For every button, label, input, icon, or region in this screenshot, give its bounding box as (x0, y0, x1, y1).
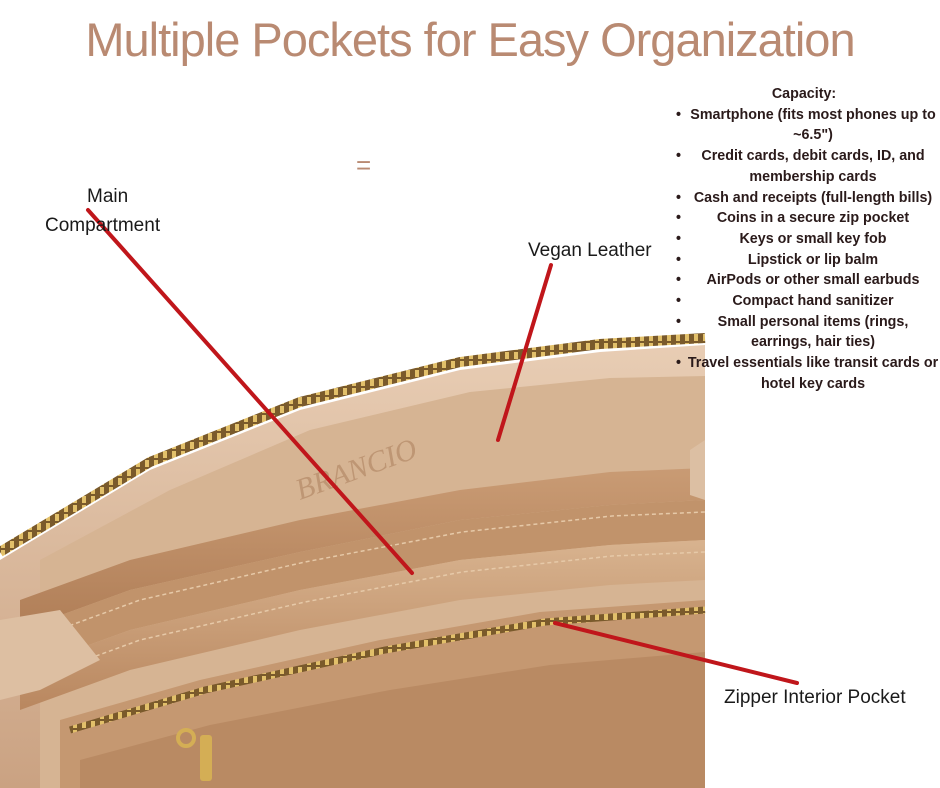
list-item: Keys or small key fob (668, 229, 940, 250)
page-title: Multiple Pockets for Easy Organization (85, 13, 855, 66)
zipper-interior-pocket-label: Zipper Interior Pocket (724, 687, 906, 708)
capacity-panel: Capacity: Smartphone (fits most phones u… (668, 84, 940, 395)
list-item: Travel essentials like transit cards or … (668, 353, 940, 394)
capacity-list: Smartphone (fits most phones up to ~6.5"… (668, 105, 940, 395)
equals-symbol: = (356, 150, 372, 180)
list-item: Compact hand sanitizer (668, 291, 940, 312)
main-compartment-arrow (86, 208, 414, 575)
vegan-leather-label: Vegan Leather (528, 240, 652, 261)
list-item: Lipstick or lip balm (668, 250, 940, 271)
zipper-pocket-arrow (553, 621, 799, 685)
list-item: Small personal items (rings, earrings, h… (668, 312, 940, 353)
list-item: AirPods or other small earbuds (668, 270, 940, 291)
list-item: Credit cards, debit cards, ID, and membe… (668, 146, 940, 187)
list-item: Cash and receipts (full-length bills) (668, 188, 940, 209)
vegan-leather-arrow (496, 263, 553, 442)
capacity-heading: Capacity: (771, 86, 837, 102)
list-item: Smartphone (fits most phones up to ~6.5"… (668, 105, 940, 146)
main-compartment-label-line1: Main (87, 186, 129, 207)
main-compartment-label-line2: Compartment (45, 215, 161, 236)
main-compartment-label: Main Compartment (45, 182, 195, 240)
list-item: Coins in a secure zip pocket (668, 208, 940, 229)
